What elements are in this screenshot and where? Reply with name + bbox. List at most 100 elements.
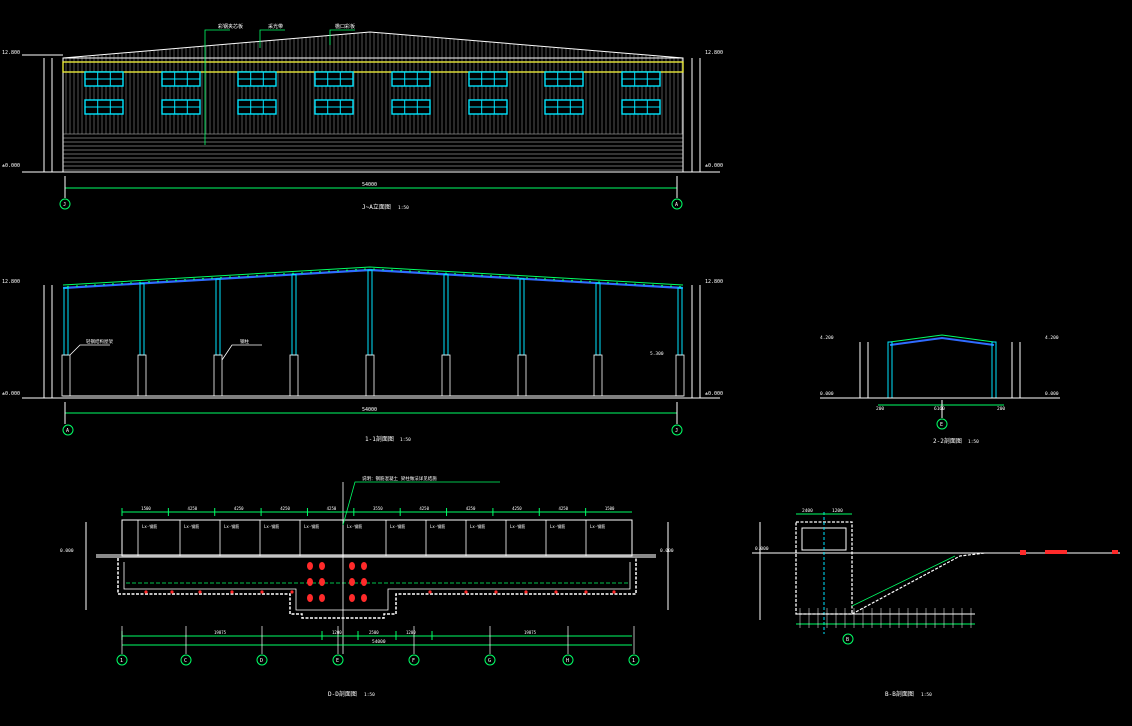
sd-room-label: Lx-钢筋 xyxy=(142,523,157,529)
s1-purlin xyxy=(409,270,411,273)
sd-drain-marker xyxy=(319,594,325,602)
s1-column-base xyxy=(289,354,299,397)
sd-room-label: Lx-钢筋 xyxy=(224,523,239,529)
s1-purlin xyxy=(103,283,105,286)
sd-drain-marker xyxy=(349,594,355,602)
s1-purlin xyxy=(220,276,222,279)
s1-purlin xyxy=(202,277,204,280)
sd-segment-dim: 4250 xyxy=(234,506,244,511)
sd-axis-label: E xyxy=(336,658,339,664)
level-elev-bottom-left: ±0.000 xyxy=(2,163,20,169)
section-1-view: 12.800 ±0.000 12.800 ±0.000 轻钢结构屋架 钢柱 5.… xyxy=(2,266,723,443)
s1-purlin xyxy=(328,270,330,273)
sd-drain-marker xyxy=(361,578,367,586)
sb-top-dim-a: 2400 xyxy=(802,508,813,514)
s1-purlin xyxy=(481,274,483,277)
s1-column-base xyxy=(61,354,71,397)
sb-slope-inner xyxy=(851,555,956,607)
axis-bubble-elev-right xyxy=(671,198,683,210)
sd-room-label: Lx-钢筋 xyxy=(470,523,485,529)
elevation-view: 12.800 ±0.000 12.800 ±0.000 彩钢夹芯板 采光带 檐口… xyxy=(2,23,723,211)
s1-purlin xyxy=(211,277,213,280)
sd-drain-marker xyxy=(307,594,313,602)
s1-purlin xyxy=(256,274,258,277)
axis-label-sb: B xyxy=(846,637,849,643)
axis-label-s2: E xyxy=(940,422,943,428)
s1-purlin xyxy=(346,269,348,272)
s1-purlin xyxy=(562,279,564,281)
s1-column xyxy=(519,278,525,356)
s1-purlin xyxy=(643,283,645,286)
s1-column-base xyxy=(213,354,223,397)
sd-drain-marker xyxy=(361,594,367,602)
s1-column-base xyxy=(517,354,527,397)
axis-label-elev-right: A xyxy=(675,202,678,208)
s1-purlin xyxy=(121,282,123,285)
callout-leader-1 xyxy=(204,29,230,145)
sd-pipe-marker xyxy=(464,590,468,594)
sd-room-label: Lx-钢筋 xyxy=(510,523,525,529)
elevation-lower-cladding xyxy=(63,133,683,171)
s1-purlin xyxy=(337,269,339,272)
section-1-scale: 1:50 xyxy=(400,437,411,443)
sd-note: 说明：钢筋混凝土 梁柱做法详见结施 xyxy=(362,475,437,482)
section-d-scale: 1:50 xyxy=(364,692,375,698)
s1-column xyxy=(139,282,145,356)
s1-callout-leader-1 xyxy=(69,344,110,356)
sd-bottom-dim: 1200 xyxy=(332,630,342,635)
elevation-title: J~A立面图 xyxy=(362,203,391,211)
sd-segment-dim: 1500 xyxy=(605,506,615,511)
sd-pipe-marker xyxy=(290,590,294,594)
sd-segment-dim: 4250 xyxy=(280,506,290,511)
axis-bubble-s1-left xyxy=(62,424,74,436)
s2-column-right xyxy=(991,341,997,399)
s1-purlin xyxy=(265,274,267,276)
sd-bottom-dim: 1200 xyxy=(406,630,416,635)
s1-purlin xyxy=(94,284,96,287)
sd-trench-inner xyxy=(123,562,631,611)
s2-column-left xyxy=(887,341,893,399)
sd-axis-label: C xyxy=(184,658,187,664)
sd-room-label: Lx-钢筋 xyxy=(430,523,445,529)
sd-segment-dim: 1500 xyxy=(141,506,151,511)
s1-purlin xyxy=(238,275,240,278)
s1-purlin xyxy=(580,280,582,283)
sd-axis-label: 1 xyxy=(120,658,123,664)
s1-column xyxy=(677,287,683,356)
s1-purlin xyxy=(625,282,627,285)
sd-note-leader xyxy=(342,481,500,526)
s2-dim-c: 200 xyxy=(997,406,1005,412)
s1-purlin xyxy=(589,280,591,283)
sd-bottom-dim: 2500 xyxy=(369,630,379,635)
level-s2-bottom-left: 0.000 xyxy=(820,391,834,397)
level-s2-top-right: 4.200 xyxy=(1045,335,1059,341)
sd-segment-dim: 4250 xyxy=(188,506,198,511)
sd-axis-label: H xyxy=(566,658,569,664)
s2-dim-a: 200 xyxy=(876,406,884,412)
section-b-title: B-B剖面图 xyxy=(885,690,914,698)
s1-purlin xyxy=(499,275,501,278)
s1-column-base xyxy=(441,354,451,397)
level-s1-top-right: 12.800 xyxy=(705,279,723,285)
s1-column xyxy=(595,282,601,356)
s1-purlin xyxy=(490,275,492,277)
s2-roof-green xyxy=(889,334,995,343)
sd-axis-bubble xyxy=(408,654,420,666)
s2-roof-blue xyxy=(889,336,995,346)
sb-marker-2 xyxy=(1045,550,1067,554)
s1-purlin xyxy=(166,280,168,282)
level-s2-bottom-right: 0.000 xyxy=(1045,391,1059,397)
s1-purlin xyxy=(319,271,321,273)
elevation-windows xyxy=(84,71,661,115)
sd-room-label: Lx-钢筋 xyxy=(550,523,565,529)
sd-drain-marker xyxy=(307,562,313,570)
s1-purlin xyxy=(274,273,276,276)
section-d-title: D-D剖面图 xyxy=(328,690,357,698)
s1-purlin xyxy=(310,271,312,274)
sd-pipe-marker xyxy=(428,590,432,594)
sd-pipe-marker xyxy=(612,590,616,594)
s1-roof-green xyxy=(62,266,684,286)
